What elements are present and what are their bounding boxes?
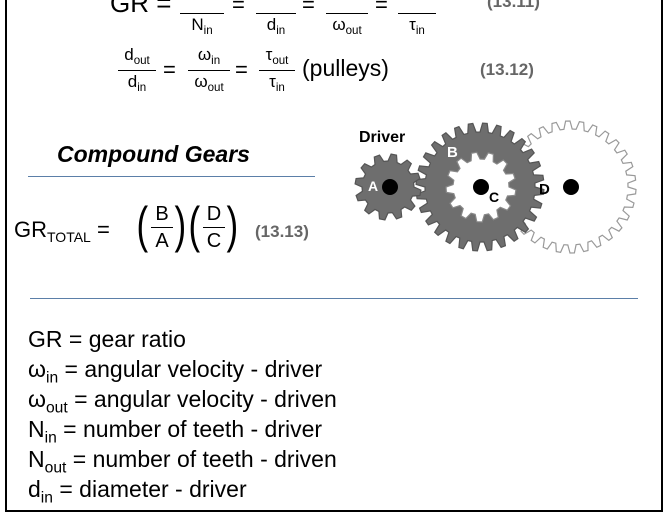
- eq-13-11: GR = Nin = din = ωout = τin (13.11): [0, 0, 669, 40]
- definition-subscript: in: [44, 429, 57, 447]
- definition-item: ωin = angular velocity - driver: [28, 354, 322, 393]
- eq-13-11-frac-4: τin: [398, 0, 436, 37]
- eq-13-12-frac-1: dout din: [118, 45, 156, 95]
- definition-symbol: ω: [28, 356, 46, 382]
- eq-13-11-frac-2: din: [256, 0, 296, 37]
- definition-item: Nin = number of teeth - driver: [28, 414, 322, 453]
- gear-b-label: B: [447, 144, 458, 161]
- eq-13-12-suffix: (pulleys): [302, 55, 389, 81]
- eq-13-12-frac-2: ωin ωout: [188, 45, 230, 95]
- eq-13-11-frac-1: Nin: [180, 0, 224, 37]
- eq-13-13-label: (13.13): [255, 222, 309, 241]
- eq-13-11-eq-1: =: [232, 0, 245, 17]
- eq-13-13-frac-2: D C: [203, 203, 225, 252]
- driver-label: Driver: [359, 129, 406, 146]
- gear-c-axle-icon: [473, 179, 489, 195]
- eq-13-11-lhs: GR =: [110, 0, 172, 18]
- definition-subscript: in: [40, 489, 53, 507]
- paren-open-2: (: [188, 197, 201, 253]
- gear-a-axle-icon: [382, 179, 398, 195]
- definition-text: = angular velocity - driven: [67, 386, 337, 412]
- eq-13-13: GRTOTAL = ( B A ) ( D C ) (13.13): [14, 197, 334, 260]
- definition-symbol: N: [28, 416, 45, 442]
- heading-underline: [28, 176, 315, 177]
- section-divider: [30, 298, 638, 299]
- gear-a-label: A: [368, 178, 379, 194]
- definition-symbol: GR: [28, 326, 63, 352]
- definition-text: = gear ratio: [62, 326, 186, 352]
- compound-gear-diagram: Driver A B C D: [348, 118, 638, 258]
- definition-item: Nout = number of teeth - driven: [28, 444, 337, 483]
- definition-subscript: in: [45, 369, 59, 387]
- definition-text: = number of teeth - driven: [66, 446, 337, 472]
- definition-subscript: out: [44, 459, 67, 477]
- paren-close-2: ): [226, 197, 239, 253]
- definition-text: = angular velocity - driver: [58, 356, 323, 382]
- eq-13-12-eq-1: =: [163, 57, 176, 82]
- definition-text: = number of teeth - driver: [56, 416, 323, 442]
- definition-symbol: N: [28, 446, 45, 472]
- compound-gears-heading: Compound Gears: [57, 141, 250, 167]
- definition-item: GR = gear ratio: [28, 324, 186, 354]
- definition-subscript: out: [45, 399, 68, 417]
- eq-13-12-eq-2: =: [235, 57, 248, 82]
- eq-13-13-lhs: GRTOTAL =: [14, 217, 110, 245]
- gear-d-axle-icon: [563, 179, 579, 195]
- gear-c-label: C: [489, 189, 500, 205]
- definition-symbol: ω: [28, 386, 46, 412]
- definition-text: = diameter - driver: [52, 476, 247, 502]
- paren-open-1: (: [136, 197, 149, 253]
- definition-symbol: d: [28, 476, 41, 502]
- eq-13-11-label: (13.11): [487, 0, 540, 11]
- gear-svg: [354, 120, 637, 254]
- definition-item: din = diameter - driver: [28, 474, 247, 513]
- eq-13-12-frac-3: τout τin: [259, 45, 295, 95]
- definition-item: ωout = angular velocity - driven: [28, 384, 337, 423]
- eq-13-12-label: (13.12): [480, 60, 534, 79]
- eq-13-11-frac-3: ωout: [326, 0, 368, 37]
- gear-d-label: D: [539, 181, 550, 198]
- eq-13-11-eq-2: =: [302, 0, 315, 17]
- eq-13-11-eq-3: =: [375, 0, 388, 17]
- eq-13-13-frac-1: B A: [151, 203, 173, 252]
- paren-close-1: ): [174, 197, 187, 253]
